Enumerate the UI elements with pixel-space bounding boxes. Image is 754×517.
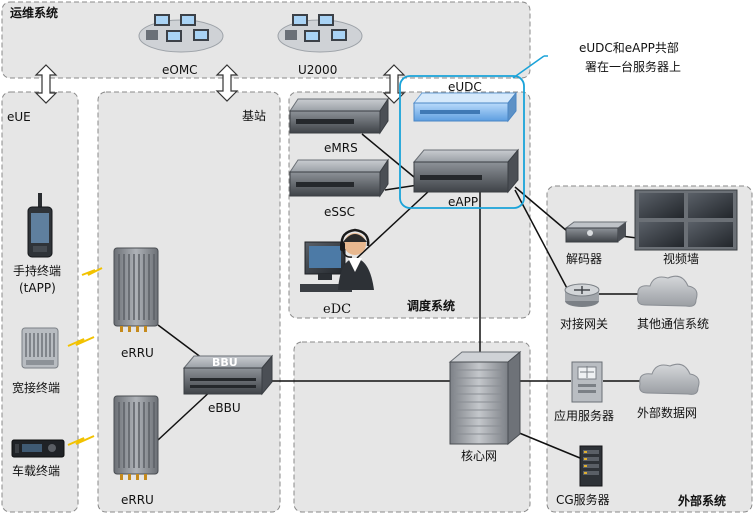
essc-label: eSSC [324,205,355,219]
callout-line-1: eUDC和eAPP共部 [579,40,679,55]
zone-external-label: 外部系统 [678,493,726,508]
zone-oam: 运维系统 [1,1,531,79]
lightning-handheld-icon [81,267,103,276]
u2000-label: U2000 [298,63,337,77]
arrow-oam-base-station [215,64,239,102]
callout-connector [512,55,548,79]
arrow-oam-dispatch [382,64,406,104]
bbu-face-label: BBU [212,356,238,369]
errru-top-label: eRRU [121,346,154,360]
wireless-link-icons [67,267,103,446]
eapp-server-icon [412,148,520,194]
lightning-vehicle-icon [67,435,95,446]
edc-label: eDC [323,302,351,317]
cg-server-label: CG服务器 [556,492,610,507]
bbu-unit-icon [182,354,274,396]
u2000-workstations-icon [277,14,363,53]
eomc-workstations-icon [138,14,224,53]
video-wall-icon [634,189,738,251]
ext-data-cloud-icon [639,363,700,395]
emrs-label: eMRS [324,141,358,155]
cg-server-icon [579,445,603,487]
zone-oam-label: 运维系统 [10,5,58,20]
callout-line-2: 署在一台服务器上 [585,59,681,74]
eomc-label: eOMC [162,63,198,77]
zone-base-station-label: 基站 [242,109,266,123]
lightning-broadband-icon [67,336,95,347]
other-comm-label: 其他通信系统 [637,317,709,331]
decoder-label: 解码器 [566,252,602,266]
handheld-terminal-label: 手持终端 [13,263,61,278]
link-eapp-gateway [514,189,570,293]
core-network-label: 核心网 [461,449,497,463]
vehicle-terminal-icon [11,439,65,458]
ebbu-label: eBBU [208,401,241,415]
broadband-terminal-label: 宽接终端 [12,380,60,395]
emrs-server-icon [289,97,389,135]
zone-eue: eUE [1,91,79,513]
errru-bottom-icon [113,395,159,480]
app-server-label: 应用服务器 [554,408,614,423]
arrow-oam-eue [34,64,58,104]
co-deployed-server-box [399,75,525,209]
eudc-server-icon [412,91,518,123]
eapp-label: eAPP [448,195,478,209]
eudc-label: eUDC [448,80,482,94]
gateway-router-icon [564,283,600,307]
handheld-terminal-sublabel: (tAPP) [19,281,56,295]
handheld-terminal-icon [27,193,53,258]
essc-server-icon [289,158,389,198]
link-errru-bottom-bbu [157,387,215,441]
edc-dispatcher-icon [300,228,374,292]
zone-dispatch-label: 调度系统 [407,298,455,313]
link-core-cgserver [511,429,581,459]
vehicle-terminal-label: 车载终端 [12,463,60,478]
app-server-icon [571,361,603,403]
video-wall-label: 视频墙 [663,251,699,266]
link-emrs-eapp [361,133,421,183]
zone-eue-label: eUE [7,110,31,124]
errru-top-icon [113,247,159,332]
broadband-terminal-icon [21,327,59,369]
gateway-label: 对接网关 [560,316,608,331]
errru-bottom-label: eRRU [121,493,154,507]
ext-data-label: 外部数据网 [637,405,697,420]
other-comm-cloud-icon [637,275,698,307]
decoder-icon [564,221,628,243]
link-essc-eapp [384,184,419,191]
zone-external: 外部系统 [546,185,753,513]
core-network-icon [448,350,522,446]
link-edc-eapp [356,189,431,259]
